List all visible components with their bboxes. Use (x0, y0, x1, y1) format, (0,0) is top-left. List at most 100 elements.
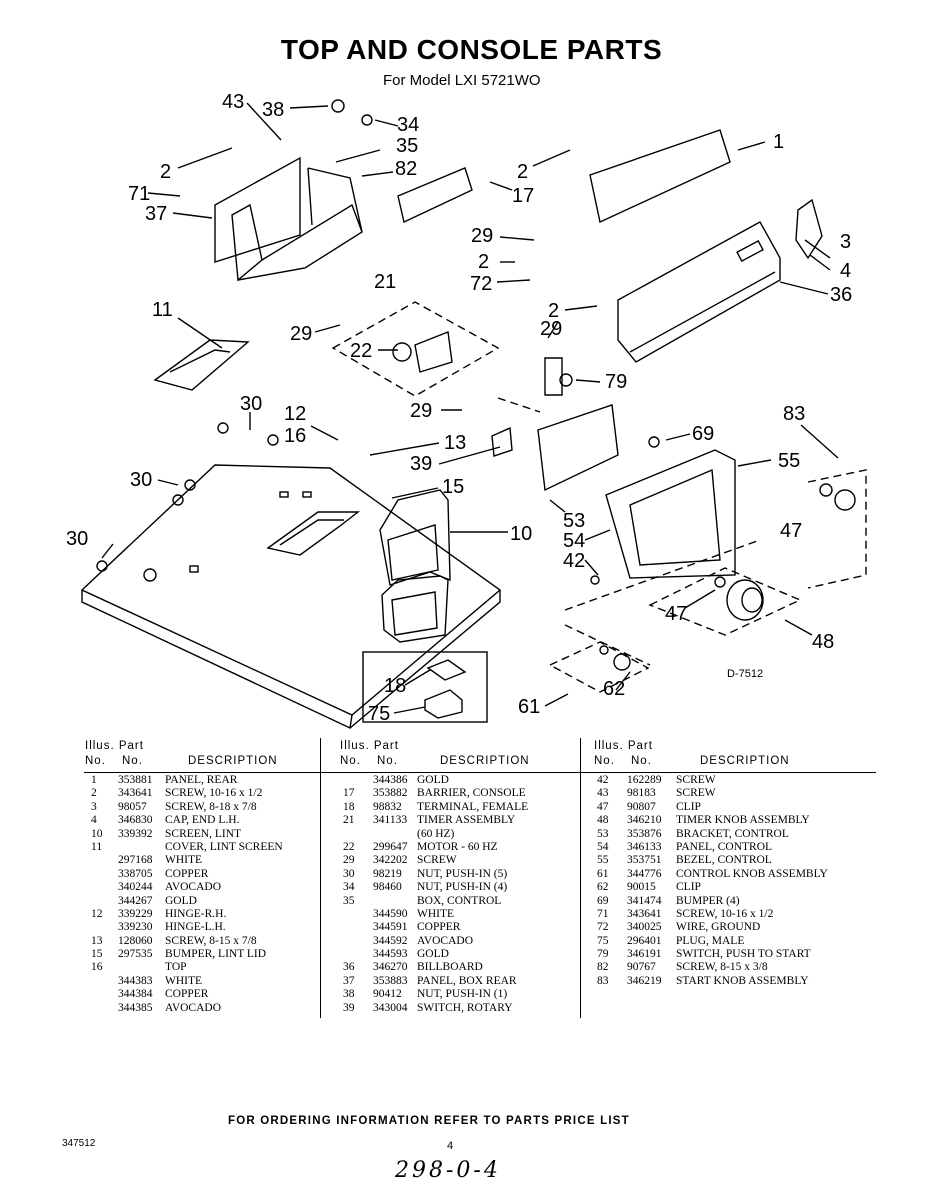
callout-30b: 30 (130, 469, 152, 491)
description: WHITE (165, 854, 203, 867)
callout-22: 22 (350, 340, 372, 362)
description: CLIP (676, 881, 701, 894)
part-no: 339392 (118, 827, 153, 840)
part-no: 353882 (373, 787, 408, 800)
description: CONTROL KNOB ASSEMBLY (676, 867, 828, 880)
callout-1: 1 (773, 131, 784, 153)
header-part-no: No. (122, 755, 143, 767)
illus-no: 38 (343, 988, 355, 1001)
illus-no: 3 (91, 800, 97, 813)
part-no: 344776 (627, 867, 662, 880)
description: WIRE, GROUND (676, 921, 761, 934)
table-row: (60 HZ) (340, 828, 575, 841)
table-row: 2 343641 SCREW, 10-16 x 1/2 (85, 787, 315, 800)
description: SCREW, 10-16 x 1/2 (165, 787, 263, 800)
callout-2d: 2 (548, 300, 559, 322)
callout-62: 62 (603, 678, 625, 700)
part-no: 98219 (373, 867, 402, 880)
callout-29d: 29 (410, 400, 432, 422)
description: (60 HZ) (417, 827, 455, 840)
part-no: 340025 (627, 921, 662, 934)
table-row: 72 340025 WIRE, GROUND (594, 921, 854, 934)
description: PLUG, MALE (676, 934, 745, 947)
illus-no: 72 (597, 921, 609, 934)
illus-no: 54 (597, 840, 609, 853)
part-no: 98057 (118, 800, 147, 813)
illus-no: 53 (597, 827, 609, 840)
description: BEZEL, CONTROL (676, 854, 772, 867)
description: NUT, PUSH-IN (1) (417, 988, 508, 1001)
plug-terminal-box (362, 651, 488, 723)
callout-29a: 29 (471, 225, 493, 247)
description: COPPER (417, 921, 461, 934)
header-illus-part: Illus. Part (340, 740, 399, 752)
illus-no: 18 (343, 800, 355, 813)
callout-69: 69 (692, 423, 714, 445)
illus-no: 2 (91, 787, 97, 800)
description: GOLD (417, 774, 449, 786)
callout-47a: 47 (780, 520, 802, 542)
illus-no: 55 (597, 854, 609, 867)
model-subtitle: For Model LXI 5721WO (383, 72, 541, 89)
page-number: 4 (447, 1140, 454, 1152)
part-no: 299647 (373, 840, 408, 853)
document-number: 347512 (62, 1138, 96, 1149)
billboard-drawing (617, 221, 781, 363)
callout-18: 18 (384, 675, 406, 697)
illus-no: 30 (343, 867, 355, 880)
callout-34: 34 (397, 114, 419, 136)
part-no: 343641 (118, 787, 153, 800)
description: CAP, END L.H. (165, 814, 240, 827)
callout-35: 35 (396, 135, 418, 157)
illus-no: 79 (597, 948, 609, 961)
part-no: 346133 (627, 840, 662, 853)
header-part-no: No. (631, 755, 652, 767)
description: PANEL, BOX REAR (417, 974, 517, 987)
illus-no: 43 (597, 787, 609, 800)
page-title: TOP AND CONSOLE PARTS (280, 34, 663, 65)
illus-no: 13 (91, 934, 103, 947)
illus-no: 4 (91, 814, 97, 827)
top-panel-drawing (80, 464, 502, 716)
description: BARRIER, CONSOLE (417, 787, 526, 800)
illus-no: 16 (91, 961, 103, 974)
part-no: 339229 (118, 907, 153, 920)
part-no: 343004 (373, 1001, 408, 1014)
callout-72: 72 (470, 273, 492, 295)
callout-3: 3 (840, 231, 851, 253)
description: COVER, LINT SCREEN (165, 840, 283, 853)
illus-no: 71 (597, 907, 609, 920)
illus-no: 47 (597, 800, 609, 813)
illus-no: 69 (597, 894, 609, 907)
diagram-code: D-7512 (727, 668, 763, 680)
lint-cover-drawing (153, 339, 250, 391)
part-no: 339230 (118, 921, 153, 934)
control-bezel-drawing (605, 449, 736, 579)
description: SCREW, 8-15 x 3/8 (676, 961, 768, 974)
header-illus-no: No. (594, 755, 615, 767)
callout-61: 61 (518, 696, 540, 718)
part-no: 353883 (373, 974, 408, 987)
